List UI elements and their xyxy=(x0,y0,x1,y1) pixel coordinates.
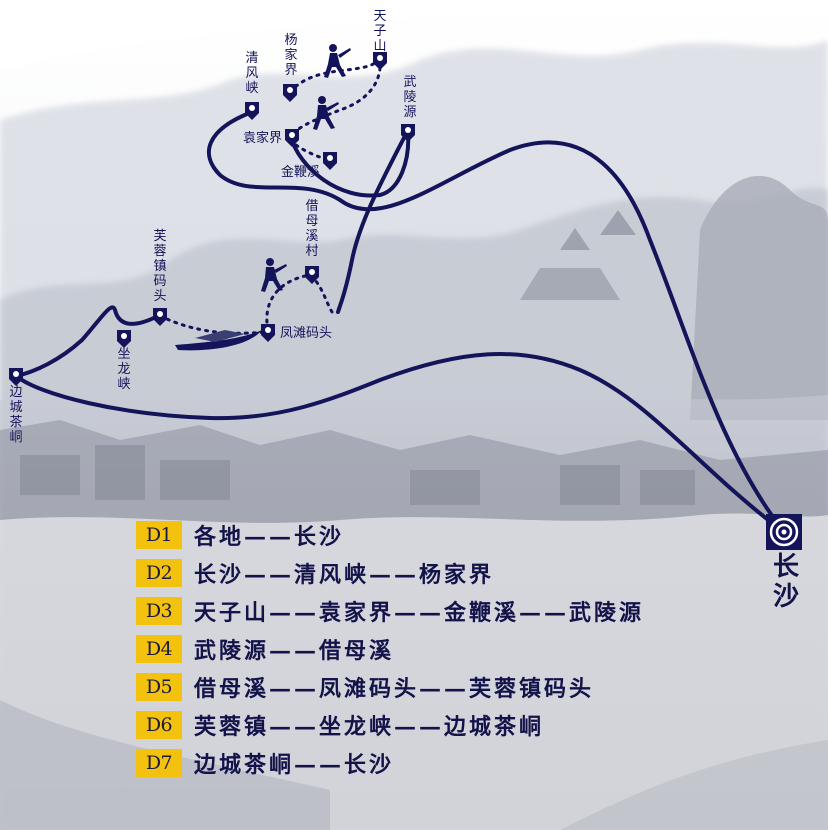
day-route: 长沙——清风峡——杨家界 xyxy=(194,562,495,588)
itinerary-list: D1 各地——长沙 D2 长沙——清风峡——杨家界 D3 天子山——袁家界——金… xyxy=(136,516,776,782)
day-tag: D3 xyxy=(136,597,182,625)
label-jinbianxi: 金鞭溪 xyxy=(281,164,320,180)
label-tianzishan: 天子山 xyxy=(373,9,386,54)
itinerary-row: D7 边城茶峒——长沙 xyxy=(136,744,776,782)
day-route: 天子山——袁家界——金鞭溪——武陵源 xyxy=(194,600,645,626)
stop-yangjiajie-pin xyxy=(283,84,297,102)
day-tag: D2 xyxy=(136,559,182,587)
day-tag: D7 xyxy=(136,749,182,777)
stop-fengtan-pin xyxy=(261,324,275,342)
stop-markers xyxy=(9,52,415,386)
day-route: 芙蓉镇——坐龙峡——边城茶峒 xyxy=(194,714,545,740)
destination-label: 长沙 xyxy=(772,552,799,612)
stop-zuolongxia-pin xyxy=(117,330,131,348)
day-route: 边城茶峒——长沙 xyxy=(194,752,395,778)
itinerary-row: D4 武陵源——借母溪 xyxy=(136,630,776,668)
hiker-icon xyxy=(324,44,351,78)
day-route: 各地——长沙 xyxy=(194,524,345,550)
stop-biancheng-pin xyxy=(9,368,23,386)
hiker-icon xyxy=(313,96,339,130)
itinerary-row: D6 芙蓉镇——坐龙峡——边城茶峒 xyxy=(136,706,776,744)
itinerary-row: D2 长沙——清风峡——杨家界 xyxy=(136,554,776,592)
label-yuanjiajie: 袁家界 xyxy=(243,130,282,146)
label-qingfengxia: 清风峡 xyxy=(245,51,258,96)
changsha-target-icon xyxy=(766,514,802,550)
hiker-icon xyxy=(261,258,287,292)
day-route: 借母溪——凤滩码头——芙蓉镇码头 xyxy=(194,676,595,702)
label-zuolongxia: 坐龙峡 xyxy=(117,347,130,392)
label-jiemuxicun: 借母溪村 xyxy=(305,199,318,259)
route-changsha-qingfengxia xyxy=(206,110,786,534)
itinerary-row: D5 借母溪——凤滩码头——芙蓉镇码头 xyxy=(136,668,776,706)
label-furongzhen-matou: 芙蓉镇码头 xyxy=(153,229,166,304)
stop-jinbianxi-pin xyxy=(323,152,337,170)
route-furong-zuolongxia xyxy=(14,305,160,378)
itinerary-row: D3 天子山——袁家界——金鞭溪——武陵源 xyxy=(136,592,776,630)
day-tag: D4 xyxy=(136,635,182,663)
stop-qingfengxia-pin xyxy=(245,102,259,120)
label-fengtan-matou: 凤滩码头 xyxy=(280,326,332,341)
route-yuanjiajie-wulingyuan xyxy=(288,130,411,198)
label-yangjiajie: 杨家界 xyxy=(284,33,297,78)
route-biancheng-changsha xyxy=(14,352,786,534)
label-biancheng-chadong: 边城茶峒 xyxy=(9,385,22,445)
label-wulingyuan: 武陵源 xyxy=(403,75,416,120)
day-tag: D6 xyxy=(136,711,182,739)
boat-icon xyxy=(175,330,262,351)
place-labels: 清风峡 杨家界 天子山 武陵源 袁家界 金鞭溪 借母溪村 芙蓉镇码头 凤滩码头 … xyxy=(9,9,416,445)
day-route: 武陵源——借母溪 xyxy=(194,638,395,664)
stop-wulingyuan-pin xyxy=(401,124,415,142)
stop-furongzhen-pin xyxy=(153,308,167,326)
day-tag: D1 xyxy=(136,521,182,549)
itinerary-row: D1 各地——长沙 xyxy=(136,516,776,554)
stop-yuanjiajie-pin xyxy=(285,129,299,147)
route-lines xyxy=(14,110,786,534)
route-wulingyuan-jiemuxi xyxy=(336,128,410,314)
stop-tianzishan-pin xyxy=(373,52,387,70)
stop-jiemuxicun-pin xyxy=(305,266,319,284)
day-tag: D5 xyxy=(136,673,182,701)
